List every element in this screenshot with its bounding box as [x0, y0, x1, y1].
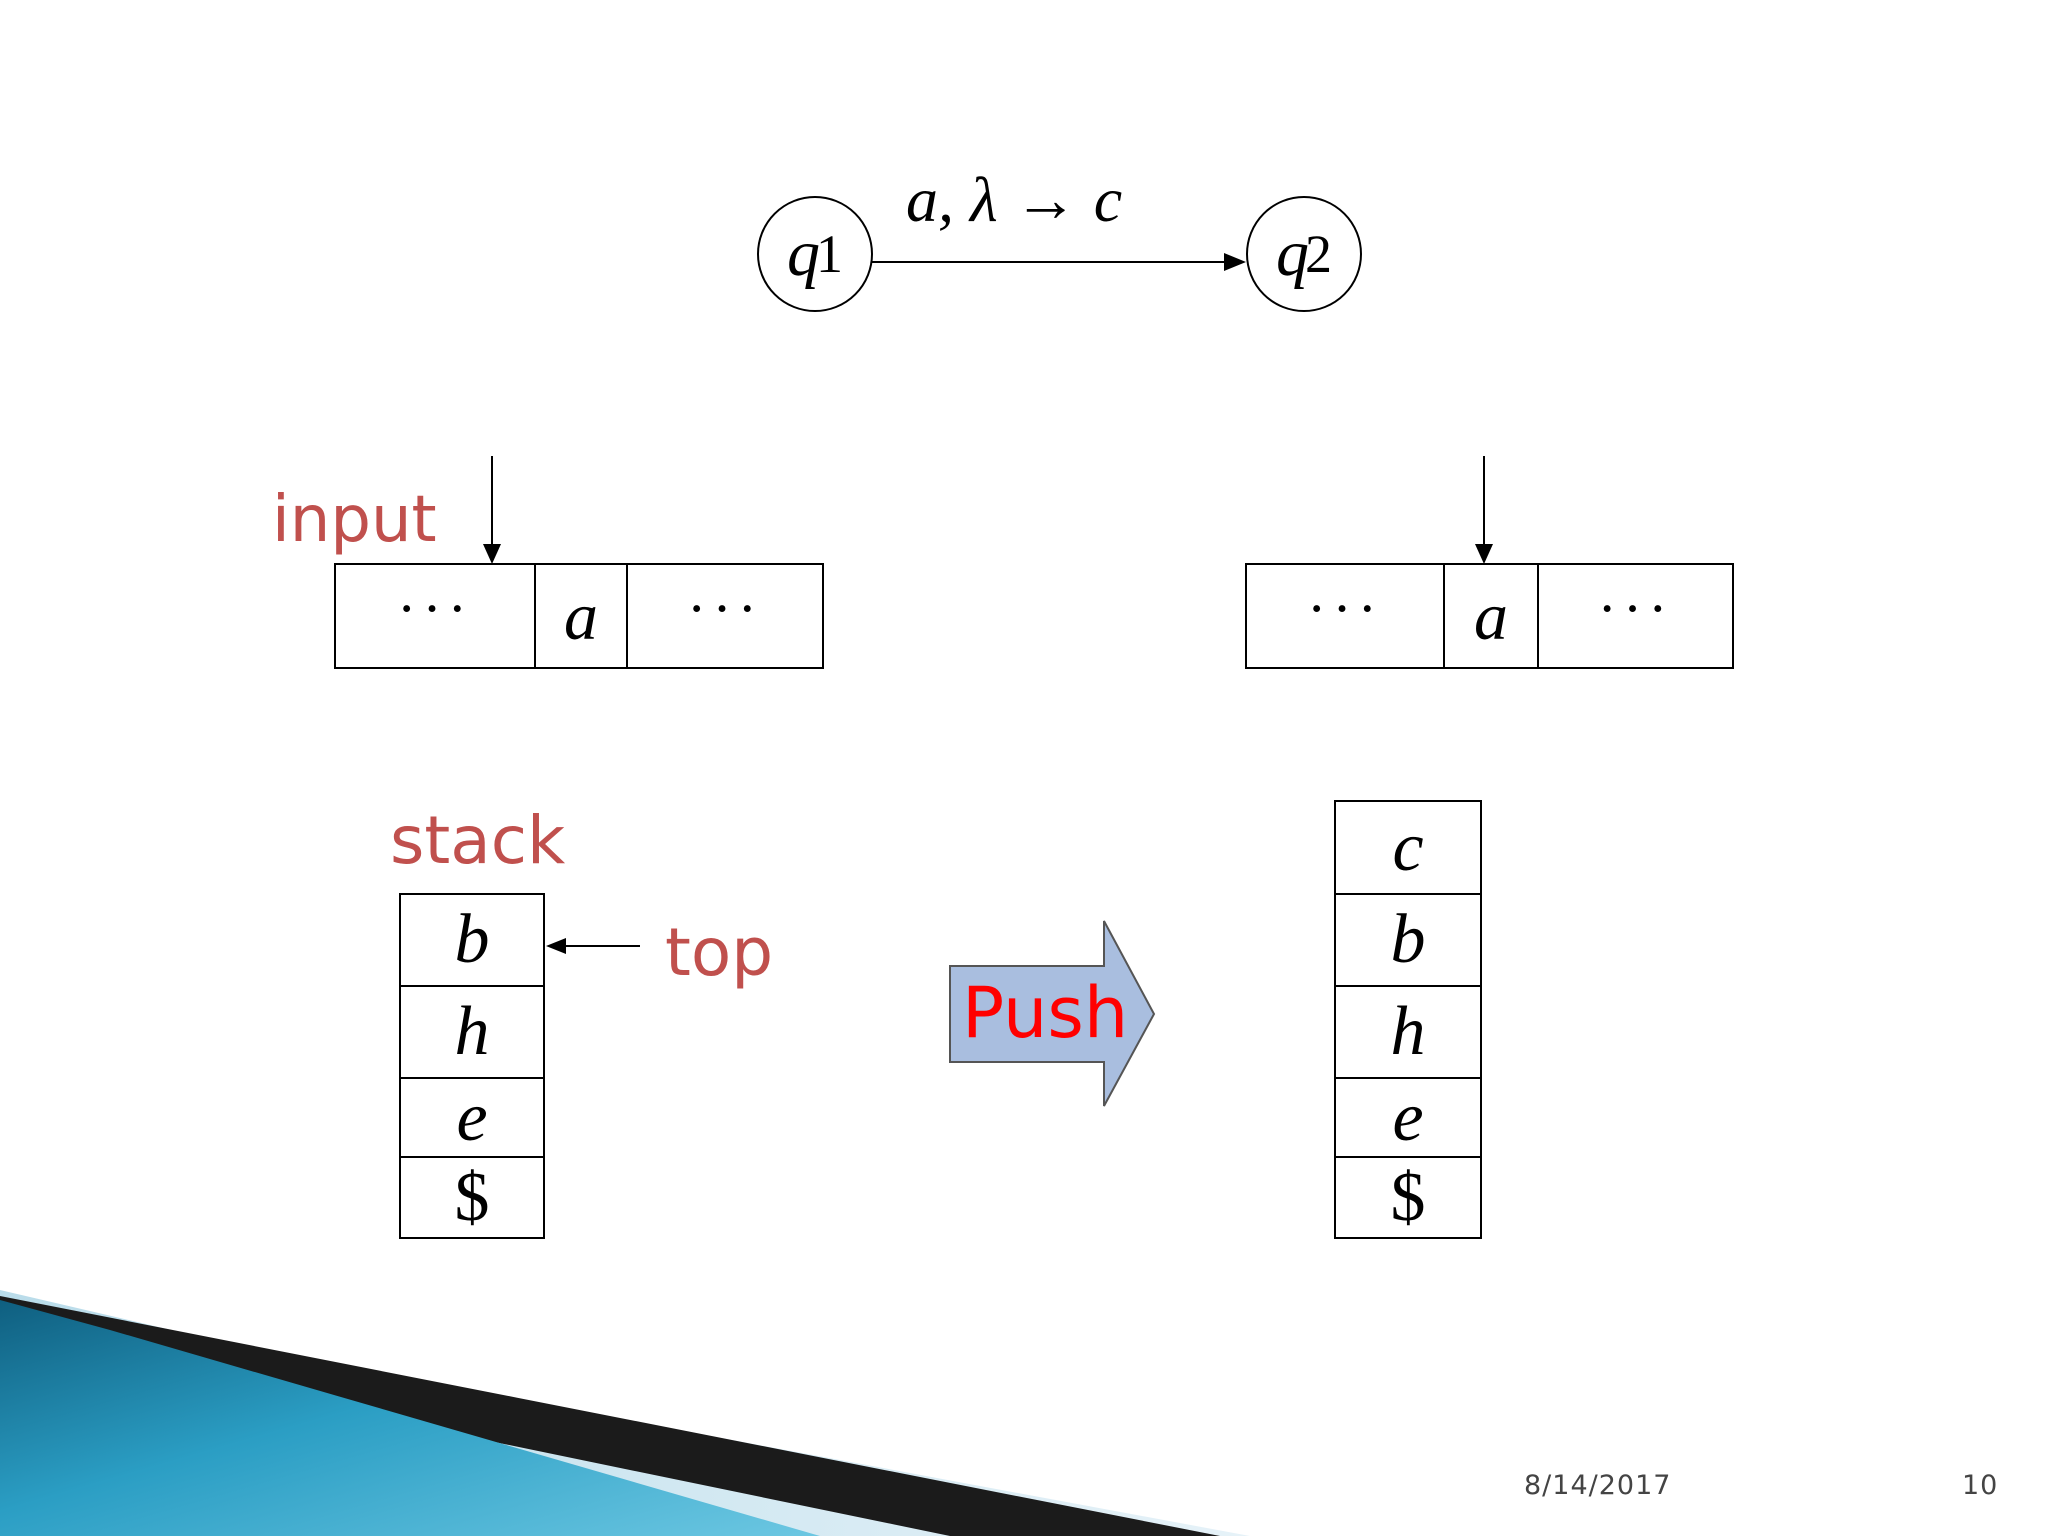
stack-cell: b: [401, 895, 543, 987]
input-head-arrow-after: [1475, 456, 1493, 564]
stack-cell: e: [401, 1079, 543, 1158]
stack-cell: $: [454, 1158, 490, 1236]
stack-cell: b: [1336, 895, 1480, 987]
state-q2-symbol: q: [1276, 217, 1309, 290]
input-head-arrow-before: [483, 456, 501, 564]
stack-cell: e: [1336, 1079, 1480, 1158]
stack-cell: $: [1390, 1158, 1426, 1236]
stack-after: c b h e $: [1334, 800, 1482, 1239]
footer-page-number: 10: [1962, 1470, 1999, 1501]
stack-label: stack: [390, 802, 566, 879]
tape-cell-current: a: [536, 565, 628, 667]
state-q2-index: 2: [1305, 224, 1332, 284]
push-label: Push: [962, 972, 1129, 1054]
footer-date: 8/14/2017: [1524, 1470, 1672, 1501]
tape-cell-left: ···: [336, 565, 536, 667]
tape-cell-left: ···: [1247, 565, 1445, 667]
stack-before: b h e $: [399, 893, 545, 1239]
tape-cell-current: a: [1445, 565, 1539, 667]
state-q1-symbol: q: [787, 217, 820, 290]
transition-arrow: [872, 253, 1246, 271]
state-q1-index: 1: [816, 224, 843, 284]
input-tape-before: ··· a ···: [334, 563, 824, 669]
stack-cell: c: [1336, 802, 1480, 895]
transition-label: a, λ → c: [906, 164, 1123, 235]
tape-cell-right: ···: [1597, 576, 1674, 641]
push-arrow-shape: [949, 920, 1156, 1107]
tape-cell-right: ···: [687, 576, 763, 641]
input-label: input: [272, 483, 437, 557]
stack-cell: h: [401, 987, 543, 1079]
top-label: top: [665, 914, 774, 991]
top-pointer-arrow: [546, 938, 640, 954]
stack-cell: h: [1336, 987, 1480, 1079]
input-tape-after: ··· a ···: [1245, 563, 1734, 669]
